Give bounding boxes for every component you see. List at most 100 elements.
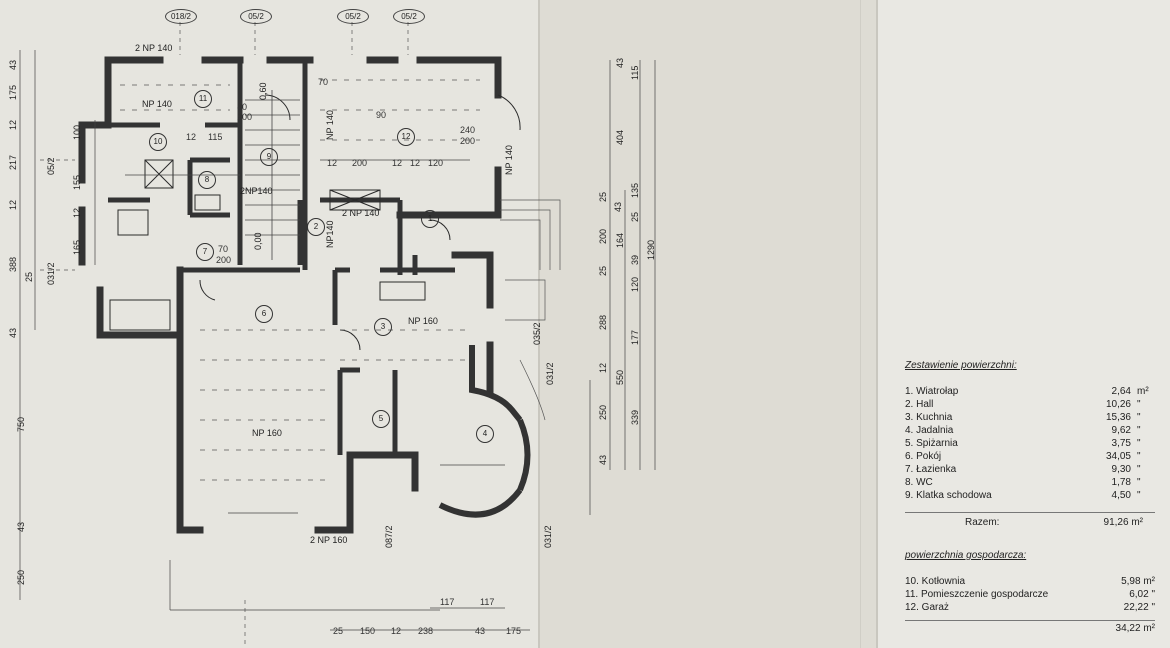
area-total-value: 91,26 m² (1103, 517, 1143, 528)
sheet-panel-left (0, 0, 540, 648)
dimension: 12 (391, 626, 402, 636)
dimension: 100 (72, 124, 82, 140)
dimension: 120 (630, 276, 640, 292)
room-name: 7. Łazienka (905, 464, 957, 475)
room-name: 9. Klatka schodowa (905, 490, 992, 501)
dimension: 165 (72, 239, 82, 255)
dimension: 43 (475, 626, 486, 636)
room-number: 3 (374, 318, 392, 336)
dimension: 25 (598, 191, 608, 202)
fold-line (860, 0, 861, 648)
dimension: 25 (598, 265, 608, 276)
room-name: 5. Spiżarnia (905, 438, 958, 449)
dimension: 115 (630, 65, 640, 80)
axis-marker: 018/2 (165, 9, 197, 24)
dimension: 388 (8, 256, 18, 272)
axis-marker: 05/2 (46, 157, 56, 175)
room-area-value: 2,64 (1111, 386, 1131, 397)
dimension: 80 (237, 102, 248, 112)
room-name: 3. Kuchnia (905, 412, 953, 423)
dimension: 238 (418, 626, 434, 636)
room-label: 2 NP 140 (135, 43, 173, 53)
utility-room-name: 10. Kotłownia (905, 576, 966, 587)
room-area-value: 10,26 (1105, 399, 1131, 410)
room-label: NP 140 (142, 99, 172, 109)
room-area-unit: " (1137, 477, 1141, 488)
room-label: 2NP140 (240, 186, 273, 196)
dimension: 43 (615, 57, 625, 68)
fold-line (876, 0, 878, 648)
dimension: 43 (8, 59, 18, 70)
axis-marker: 087/2 (384, 525, 394, 548)
room-name: 4. Jadalnia (905, 425, 954, 436)
room-area-unit: " (1137, 412, 1141, 423)
sheet-panel-right (878, 0, 1170, 648)
dimension: 135 (630, 182, 640, 198)
axis-marker: 05/2 (393, 9, 425, 24)
dimension: 339 (630, 409, 640, 425)
room-area-unit: " (1137, 399, 1141, 410)
room-area-unit: " (1137, 438, 1141, 449)
dimension: 1290 (646, 239, 656, 260)
room-number: 1 (421, 210, 439, 228)
dimension: 12 (72, 207, 82, 218)
dimension: 200 (352, 158, 368, 168)
dimension: 90 (376, 110, 387, 120)
room-area-unit: " (1137, 464, 1141, 475)
room-area-unit: m² (1137, 386, 1149, 397)
dimension: 12 (392, 158, 403, 168)
room-number: 12 (397, 128, 415, 146)
axis-marker: 05/2 (240, 9, 272, 24)
dimension: 404 (615, 129, 625, 145)
dimension: 217 (8, 154, 18, 170)
dimension: 43 (8, 327, 18, 338)
dimension: 115 (208, 132, 223, 142)
room-label: NP 140 (325, 110, 335, 140)
dimension: 120 (428, 158, 444, 168)
room-area-unit: " (1137, 451, 1141, 462)
dimension: 43 (16, 521, 26, 532)
dimension: 12 (186, 132, 197, 142)
dimension: 250 (16, 569, 26, 585)
dimension: 25 (24, 271, 34, 282)
room-area-value: 9,62 (1111, 425, 1131, 436)
dimension: 70 (218, 244, 229, 254)
room-number: 5 (372, 410, 390, 428)
room-area-value: 4,50 (1111, 490, 1131, 501)
dimension: 12 (8, 119, 18, 130)
axis-marker: 031/2 (543, 525, 553, 548)
room-label: 2 NP 140 (342, 208, 380, 218)
room-area-row: 3. Kuchnia 15,36 " (905, 411, 1155, 424)
dimension: 39 (630, 254, 640, 265)
dimension: 43 (613, 201, 623, 212)
axis-marker: 031/2 (545, 362, 555, 385)
sheet-panel-middle (540, 0, 878, 648)
dimension: 288 (598, 314, 608, 330)
utility-room-value: 6,02 " (1129, 589, 1155, 600)
dimension: 150 (360, 626, 376, 636)
dimension: 240 (460, 125, 476, 135)
room-area-row: 4. Jadalnia 9,62 " (905, 424, 1155, 437)
room-area-value: 15,36 (1105, 412, 1131, 423)
dimension: 117 (480, 597, 495, 607)
dimension: 12 (598, 362, 608, 373)
room-area-unit: " (1137, 425, 1141, 436)
fold-line (538, 0, 540, 648)
level-mark: 0,60 (258, 82, 268, 100)
dimension: 117 (440, 597, 455, 607)
dimension: 200 (237, 112, 253, 122)
utility-total: 34,22 m² (905, 620, 1155, 634)
room-number: 2 (307, 218, 325, 236)
axis-marker: 035/2 (532, 322, 542, 345)
axis-marker: 05/2 (337, 9, 369, 24)
dimension: 250 (598, 404, 608, 420)
dimension: 175 (506, 626, 522, 636)
room-name: 2. Hall (905, 399, 934, 410)
